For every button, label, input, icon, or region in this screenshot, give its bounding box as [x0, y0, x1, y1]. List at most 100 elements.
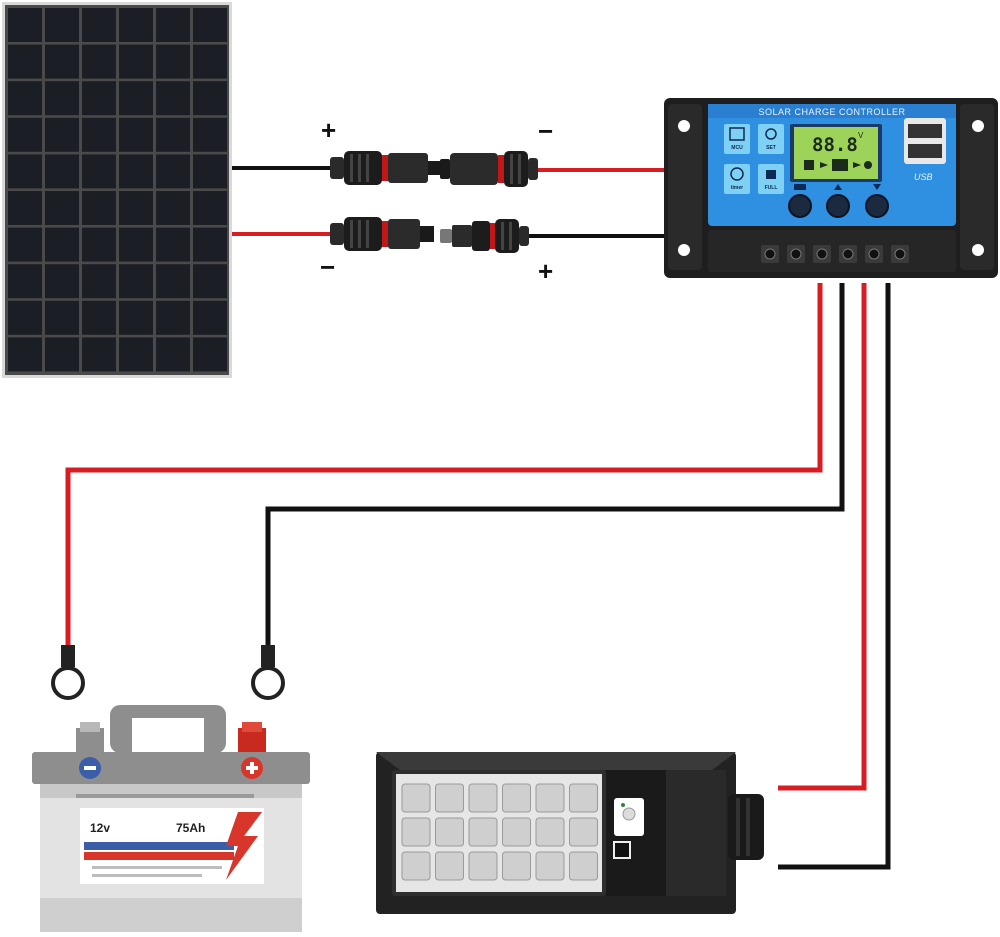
ring-terminal-negative [251, 645, 285, 700]
solar-cell [156, 8, 190, 42]
svg-text:FULL: FULL [765, 185, 778, 191]
solar-cell [8, 300, 42, 335]
triangle-up-icon [834, 184, 842, 190]
positive-terminal [242, 722, 262, 732]
clock-icon [730, 167, 744, 181]
up-button[interactable] [826, 194, 850, 218]
led-chip [401, 817, 431, 847]
led-chip [468, 817, 498, 847]
solar-cell [82, 117, 116, 152]
battery-positive-wire [65, 283, 823, 650]
solar-cell [82, 44, 116, 79]
led-chip [535, 783, 565, 813]
solar-cell [45, 300, 79, 335]
panel-negative-sign: − [320, 252, 336, 282]
solar-cell [82, 191, 116, 225]
led-chip [569, 851, 598, 881]
negative-terminal [80, 722, 100, 732]
solar-cell [45, 154, 79, 189]
solar-cell [82, 8, 116, 42]
battery-negative-wire [265, 283, 845, 650]
controller-positive-sign: + [538, 256, 554, 286]
solar-cell [8, 337, 42, 372]
solar-cell [119, 300, 153, 335]
battery-status-icon [832, 159, 848, 171]
mc4-male-connector-top [330, 151, 446, 185]
solar-cell [8, 8, 42, 42]
led-chip [535, 851, 565, 881]
solar-cell [82, 154, 116, 189]
solar-cell [193, 337, 227, 372]
solar-cell [156, 117, 190, 152]
led-array [401, 783, 598, 881]
down-button[interactable] [865, 194, 889, 218]
led-chip [535, 817, 565, 847]
lock-icon [766, 170, 776, 179]
load-positive-wire [778, 283, 867, 791]
terminal-block [708, 230, 956, 272]
solar-cell [45, 8, 79, 42]
solar-street-lamp [376, 752, 764, 914]
solar-cell [45, 117, 79, 152]
solar-cell [8, 227, 42, 262]
led-chip [502, 851, 531, 881]
solar-cell [82, 337, 116, 372]
panel-positive-sign: + [321, 115, 337, 145]
gear-icon [765, 128, 777, 140]
solar-charge-controller: SOLAR CHARGE CONTROLLER MCU SET timer FU… [664, 98, 998, 278]
solar-cell [156, 81, 190, 116]
ring-terminal-positive [51, 645, 85, 700]
arrow-icon [853, 162, 861, 168]
mc4-female-connector-bottom [440, 219, 529, 253]
mcu-icon [729, 127, 745, 141]
svg-text:MCU: MCU [731, 145, 743, 151]
solar-cell [45, 44, 79, 79]
battery: 12v 75Ah [32, 705, 310, 932]
solar-cell [193, 8, 227, 42]
solar-cell [8, 191, 42, 225]
mounting-hole-icon [678, 244, 690, 256]
solar-cell [119, 8, 153, 42]
solar-cell [193, 227, 227, 262]
triangle-down-icon [873, 184, 881, 190]
lightning-icon [226, 812, 262, 880]
solar-cell [156, 191, 190, 225]
solar-cell [156, 264, 190, 299]
controller-title: SOLAR CHARGE CONTROLLER [758, 107, 905, 117]
mc4-male-connector-bottom [330, 217, 434, 251]
solar-cell [45, 81, 79, 116]
solar-cell [119, 117, 153, 152]
wires [65, 166, 891, 870]
lcd-unit: V [858, 131, 864, 140]
led-chip [468, 783, 498, 813]
led-chip [569, 783, 598, 813]
mounting-hole-icon [972, 120, 984, 132]
led-chip [468, 851, 498, 881]
solar-cell [193, 117, 227, 152]
control-buttons [788, 184, 889, 218]
solar-panel [2, 2, 232, 378]
solar-cell [8, 264, 42, 299]
led-chip [435, 817, 464, 847]
menu-button[interactable] [788, 194, 812, 218]
panel-status-icon [804, 160, 814, 170]
load-negative-wire [778, 283, 891, 870]
solar-cell [193, 264, 227, 299]
solar-cell [82, 264, 116, 299]
qr-code [613, 841, 631, 859]
led-chip [401, 851, 431, 881]
bulb-status-icon [864, 161, 872, 169]
led-chip [569, 817, 598, 847]
led-chip [401, 783, 431, 813]
terminal-screws [761, 245, 909, 263]
solar-cell [82, 227, 116, 262]
mc4-female-connector-top [440, 151, 538, 187]
feature-icons: MCU SET timer FULL [724, 124, 784, 194]
solar-cell [156, 337, 190, 372]
led-chip [502, 817, 531, 847]
mounting-hole-icon [678, 120, 690, 132]
solar-cell [45, 191, 79, 225]
solar-cell [156, 227, 190, 262]
lcd-reading: 88.8 [812, 134, 858, 156]
battery-voltage: 12v [90, 821, 110, 835]
